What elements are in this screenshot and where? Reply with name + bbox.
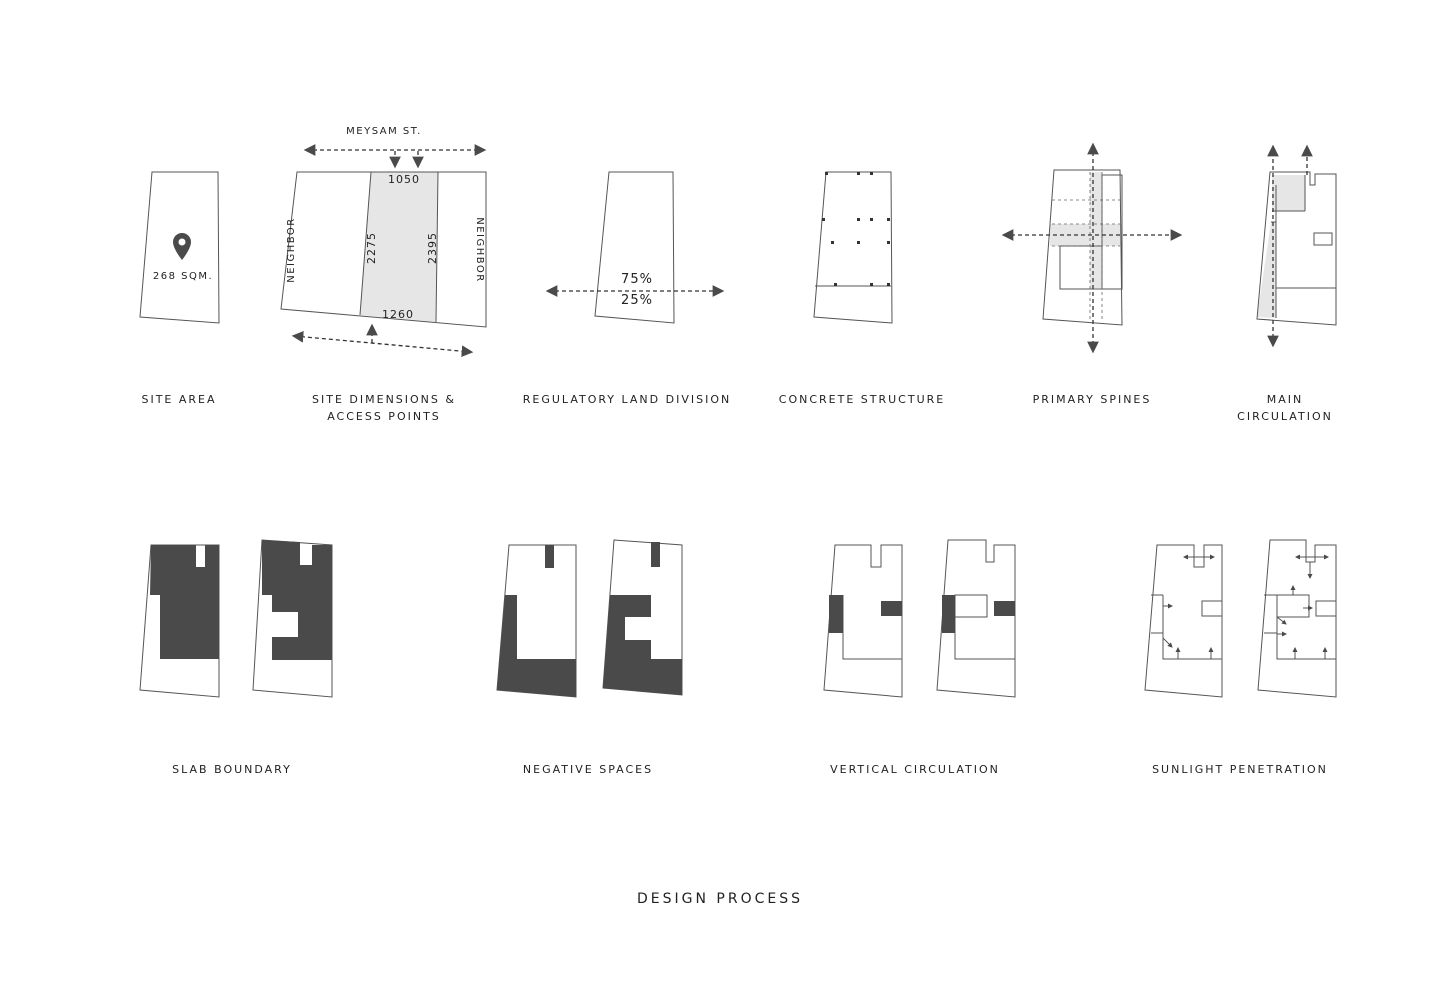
neighbor-left-label: NEIGHBOR [286,217,297,283]
caption-site-area: SITE AREA [141,393,216,406]
land-division-diagram: 75% 25% REGULATORY LAND DIVISION [523,171,731,406]
negative-notch-1 [545,545,554,568]
core-volume [1059,245,1103,290]
negative-notch-2 [651,542,660,567]
concrete-structure-diagram: CONCRETE STRUCTURE [779,171,945,406]
caption-land-division: REGULATORY LAND DIVISION [523,393,731,406]
vertical-circulation-diagram: VERTICAL CIRCULATION [823,539,1016,776]
site-block-outline [280,171,487,328]
caption-site-dimensions-2: ACCESS POINTS [327,410,441,423]
site-outline [1042,169,1123,326]
caption-vertical-circulation: VERTICAL CIRCULATION [830,763,1000,776]
slab-boundary-diagram: SLAB BOUNDARY [139,539,333,776]
stair-core-2 [942,595,955,633]
caption-slab-boundary: SLAB BOUNDARY [172,763,292,776]
caption-main-circulation-2: CIRCULATION [1237,410,1333,423]
plot-left-boundary [359,171,372,316]
caption-site-dimensions-1: SITE DIMENSIONS & [312,393,456,406]
site-dimensions-diagram: MEYSAM ST. 1050 1260 2275 2395 NEIGHBOR … [280,126,487,423]
right-length-dimension: 2395 [426,232,439,264]
street-name: MEYSAM ST. [346,126,422,137]
vertical-spine-zone [1090,172,1102,288]
lower-percentage: 25% [621,293,653,308]
stair-core-1 [829,595,843,633]
elevator-core-1 [881,601,902,616]
location-pin-icon [173,233,191,260]
left-length-dimension: 2275 [365,232,378,264]
site-outline [813,171,893,324]
vertical-plan-2 [936,539,1016,698]
negative-fill-2 [603,595,682,695]
neighbor-right-label: NEIGHBOR [474,217,485,283]
slab-fill-1 [150,545,219,659]
sunlight-plan-2 [1257,539,1337,698]
caption-main-circulation-1: MAIN [1267,393,1304,406]
site-area-diagram: 268 SQM. SITE AREA [139,171,220,406]
diagram-title: DESIGN PROCESS [637,891,803,907]
caption-negative-spaces: NEGATIVE SPACES [523,763,653,776]
caption-primary-spines: PRIMARY SPINES [1033,393,1152,406]
site-plot-highlight [360,172,438,322]
main-circulation-diagram: MAIN CIRCULATION [1237,144,1337,423]
elevator-core-2 [994,601,1015,616]
sun-arrows-1 [1162,554,1215,659]
slab-fill-2 [262,540,332,660]
bottom-width-dimension: 1260 [382,308,414,321]
rear-lane-arrow [291,331,474,357]
sunlight-plan-1 [1144,544,1223,698]
top-width-dimension: 1050 [388,173,420,186]
entry-zone [1272,175,1305,211]
primary-spines-diagram: PRIMARY SPINES [1001,142,1183,406]
caption-concrete-structure: CONCRETE STRUCTURE [779,393,945,406]
site-area-value: 268 SQM. [153,271,213,282]
sunlight-penetration-diagram: SUNLIGHT PENETRATION [1144,539,1337,776]
negative-fill-1 [497,595,576,697]
site-outline [1256,171,1337,326]
structural-columns [822,172,890,286]
sun-arrows-2 [1276,554,1329,659]
plot-right-boundary [435,171,439,323]
negative-spaces-diagram: NEGATIVE SPACES [496,539,683,776]
caption-sunlight-penetration: SUNLIGHT PENETRATION [1152,763,1328,776]
upper-percentage: 75% [621,272,653,287]
